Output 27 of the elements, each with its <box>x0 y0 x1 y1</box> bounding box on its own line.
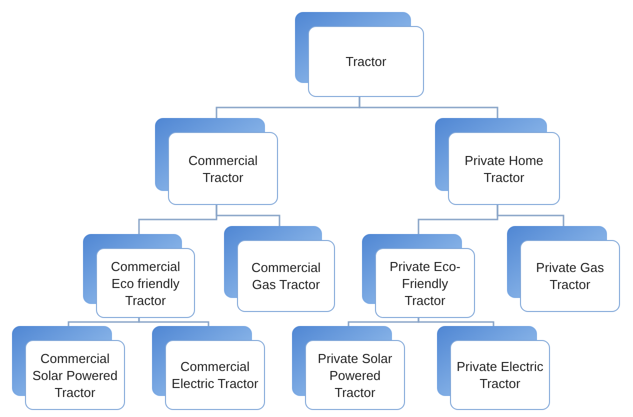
connector-line <box>496 205 564 226</box>
node-label: Commercial Gas Tractor <box>250 259 322 293</box>
connector-line <box>216 205 280 226</box>
tree-node-card <box>295 12 424 97</box>
node-label: Commercial Tractor <box>187 152 259 186</box>
node-label: Commercial Solar Powered Tractor <box>31 350 119 400</box>
node-label: Commercial Electric Tractor <box>170 358 260 392</box>
node-label: Private Gas Tractor <box>535 259 605 293</box>
node-label: Private Home Tractor <box>464 152 544 186</box>
node-label: Commercial Eco friendly Tractor <box>110 258 182 308</box>
tree-node-card <box>83 234 195 318</box>
connector-line <box>358 97 498 118</box>
tree-node-card <box>224 226 335 312</box>
tree-node-card <box>435 118 560 205</box>
connector-line <box>418 318 494 326</box>
tree-node-card <box>152 326 265 410</box>
tree-node-card <box>12 326 125 410</box>
tree-node-card <box>507 226 620 312</box>
tree-node-card <box>155 118 278 205</box>
tree-node-card <box>437 326 550 410</box>
node-label: Private Eco-Friendly Tractor <box>388 258 462 308</box>
node-label: Tractor <box>346 53 386 70</box>
tree-node-card <box>362 234 475 318</box>
connector-line <box>138 318 210 326</box>
tree-node-card <box>292 326 405 410</box>
node-label: Private Solar Powered Tractor <box>316 350 394 400</box>
node-label: Private Electric Tractor <box>456 358 544 392</box>
